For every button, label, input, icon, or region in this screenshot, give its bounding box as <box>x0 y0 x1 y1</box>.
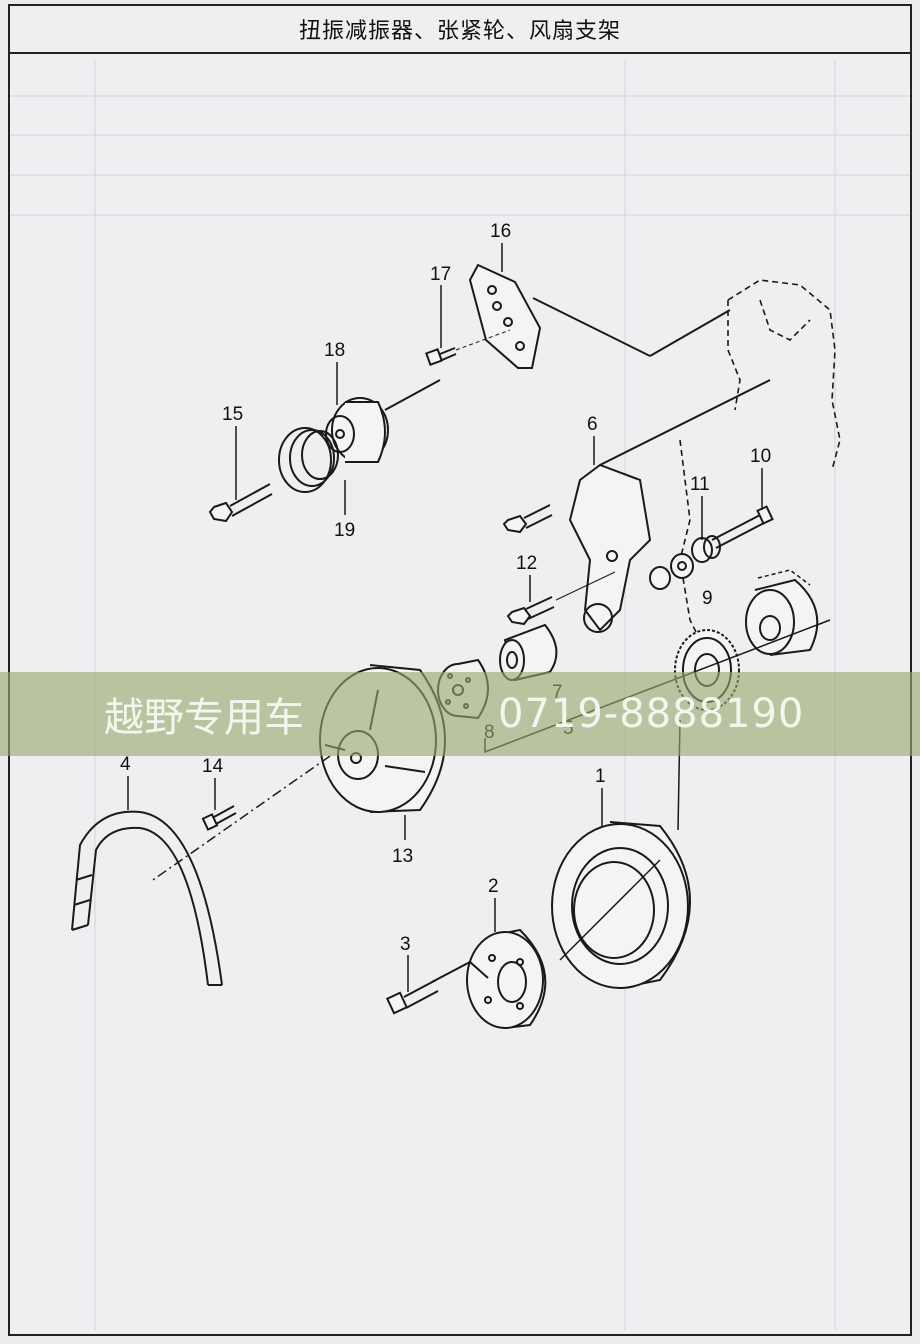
callout-9: 9 <box>702 588 713 609</box>
bolt-17-part <box>425 329 511 366</box>
callout-2: 2 <box>488 876 499 897</box>
callout-16: 16 <box>490 221 511 242</box>
idler-pulley-part <box>325 379 441 463</box>
washer-9-part <box>670 553 694 579</box>
callout-12: 12 <box>516 553 537 574</box>
bushing-part <box>649 566 671 590</box>
bolt-6-part <box>502 504 553 534</box>
crank-hub-part <box>745 569 819 656</box>
bolt-15-part <box>208 483 273 523</box>
bolt-3-part <box>385 979 439 1015</box>
poly-v-belt-part <box>71 810 223 986</box>
tensioner-arm-part <box>568 379 771 633</box>
callout-3: 3 <box>400 934 411 955</box>
callout-13: 13 <box>392 846 413 867</box>
callout-18: 18 <box>324 340 345 361</box>
watermark-phone: 0719-8888190 <box>498 691 805 737</box>
callout-6: 6 <box>587 414 598 435</box>
bracket-plate-part <box>468 263 731 369</box>
bolt-10-part <box>711 505 774 549</box>
pulley-rim-part <box>278 427 339 493</box>
callout-10: 10 <box>750 446 771 467</box>
callout-4: 4 <box>120 754 131 775</box>
spacer-sleeve-part <box>499 623 558 682</box>
leader-lines <box>127 243 763 992</box>
callout-17: 17 <box>430 264 451 285</box>
callout-11: 11 <box>690 474 710 495</box>
page-title: 扭振减振器、张紧轮、风扇支架 <box>10 6 910 54</box>
torsional-damper-part <box>551 719 691 989</box>
screw-14-part <box>201 805 237 831</box>
callout-15: 15 <box>222 404 243 425</box>
bolt-12-part <box>506 571 616 626</box>
callout-1: 1 <box>595 766 606 787</box>
callout-19: 19 <box>334 520 355 541</box>
adaptor-flange-part <box>431 928 547 1029</box>
callout-14: 14 <box>202 756 224 777</box>
spacer-11-part <box>691 535 721 563</box>
watermark-name: 越野专用车 <box>104 695 304 741</box>
watermark-banner: 越野专用车 0719-8888190 <box>0 672 920 756</box>
